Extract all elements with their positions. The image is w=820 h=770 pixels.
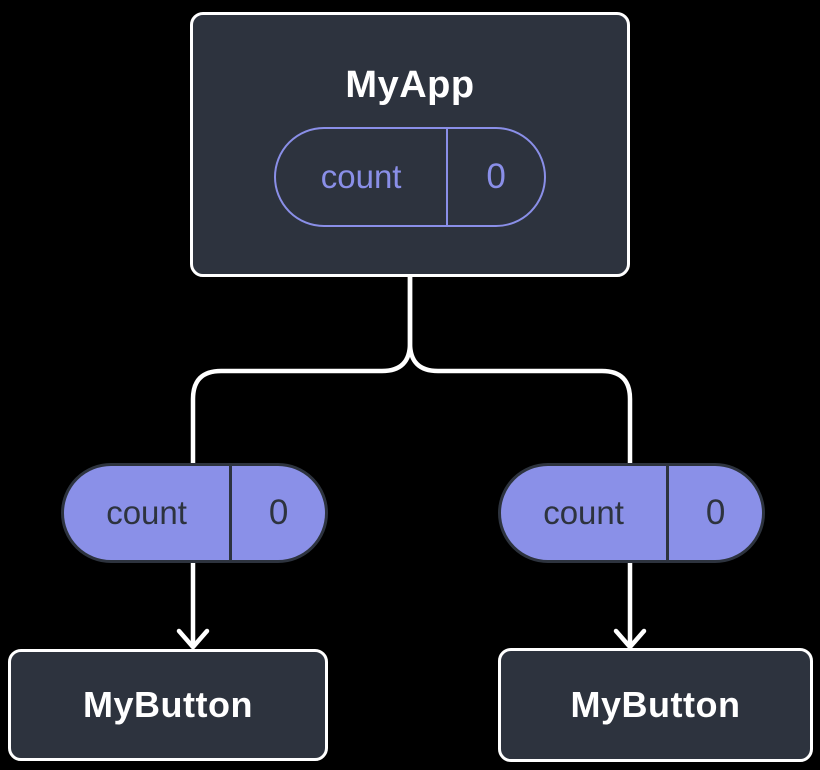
branch-left-line [190, 277, 413, 466]
node-myapp: MyApp count 0 [190, 12, 630, 277]
state-pill-myapp: count 0 [274, 127, 546, 227]
node-mybutton-title: MyButton [570, 684, 741, 725]
prop-pill-name: count [543, 494, 624, 531]
state-pill-name: count [320, 158, 402, 195]
prop-pill-left: count 0 [61, 463, 328, 563]
prop-pill-right: count 0 [498, 463, 765, 563]
node-myapp-title: MyApp [345, 64, 475, 106]
node-mybutton-title: MyButton [83, 684, 253, 725]
branch-right-line [407, 277, 633, 466]
prop-pill-value: 0 [666, 466, 762, 560]
arrow-down-icon [613, 628, 647, 650]
node-mybutton-left: MyButton [8, 649, 328, 761]
arrow-down-icon [176, 628, 210, 650]
prop-pill-value: 0 [229, 466, 325, 560]
prop-pill-name: count [106, 494, 187, 531]
node-mybutton-right: MyButton [498, 648, 813, 762]
state-pill-value: 0 [446, 129, 544, 225]
